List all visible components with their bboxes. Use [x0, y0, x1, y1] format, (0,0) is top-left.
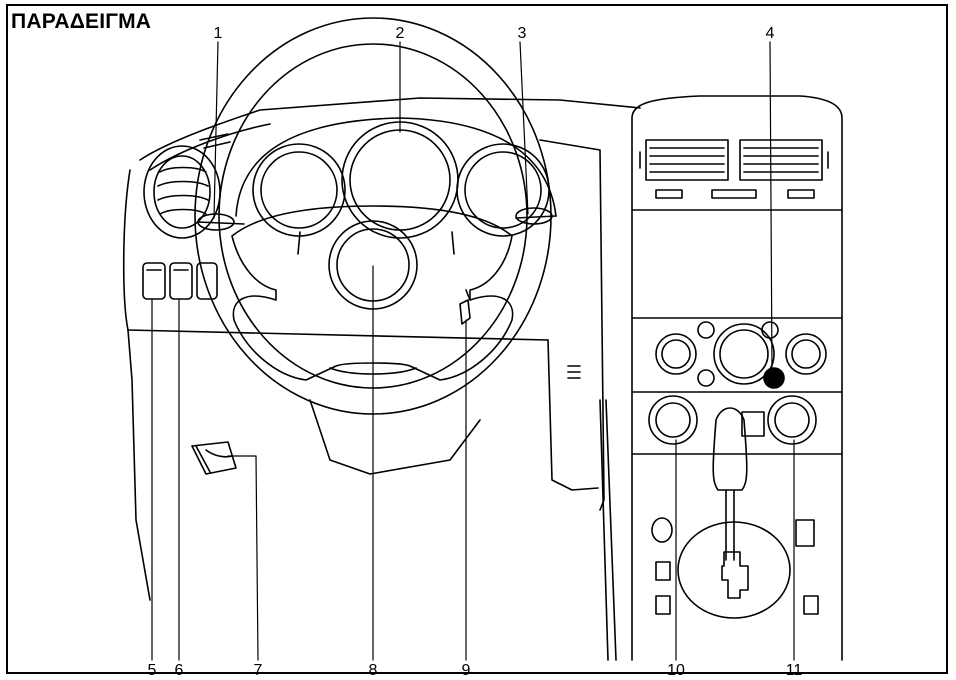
callout-9: 9 — [462, 662, 471, 679]
lighting-stalk — [197, 213, 245, 231]
callout-6: 6 — [175, 662, 184, 679]
callout-5: 5 — [148, 662, 157, 679]
instrument-cluster — [235, 117, 557, 239]
callout-4: 4 — [766, 25, 775, 42]
callout-7: 7 — [254, 662, 263, 679]
center-console — [631, 95, 843, 661]
left-switch-panel — [142, 262, 218, 300]
dashboard-outline — [122, 97, 641, 601]
callout-8: 8 — [369, 662, 378, 679]
callout-2: 2 — [396, 25, 405, 42]
callout-10: 10 — [667, 662, 685, 679]
wiper-stalk — [515, 207, 557, 225]
callout-leader-lines — [151, 41, 795, 661]
center-tunnel-lines — [567, 365, 617, 661]
callout-1: 1 — [214, 25, 223, 42]
figure-title: ΠΑΡΑΔΕΙΓΜΑ — [11, 10, 152, 33]
steering-wheel — [194, 17, 552, 415]
callout-11: 11 — [786, 662, 803, 679]
column-control — [459, 289, 471, 325]
hood-release-lever — [191, 441, 237, 475]
callout-3: 3 — [518, 25, 527, 42]
callout-labels: 1 2 3 4 5 6 7 8 9 10 11 — [148, 25, 803, 679]
